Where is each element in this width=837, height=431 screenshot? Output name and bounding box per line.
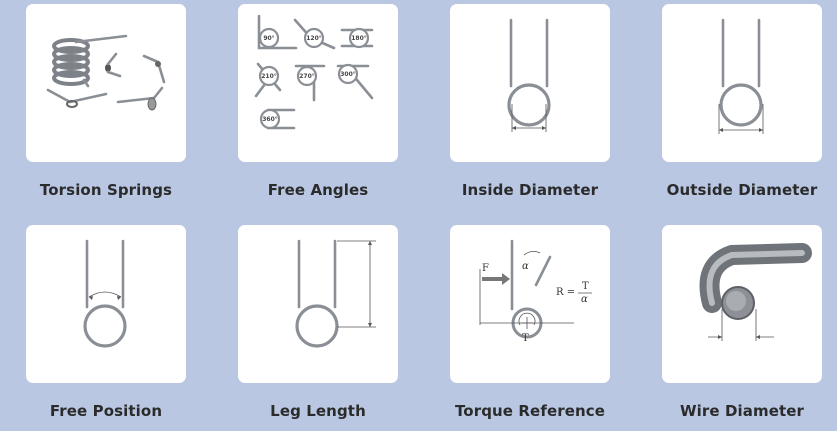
angle-300-label: 300° — [340, 71, 356, 78]
formula-denominator: α — [581, 294, 588, 305]
card-label: Leg Length — [270, 402, 366, 420]
card-wire-diameter[interactable]: Wire Diameter — [662, 225, 822, 420]
force-label: F — [482, 263, 489, 274]
inside-diameter-image[interactable] — [450, 4, 610, 162]
angle-210-label: 210° — [261, 73, 277, 80]
torque-label: T — [522, 333, 529, 344]
card-label: Free Position — [49, 402, 163, 420]
angle-120-label: 120° — [306, 35, 322, 42]
card-outside-diameter[interactable]: Outside Diameter — [662, 4, 822, 199]
card-label: Inside Diameter — [461, 181, 599, 199]
card-label: Torsion Springs — [39, 181, 173, 199]
formula-lhs: R = — [556, 287, 575, 298]
free-position-image[interactable] — [26, 225, 186, 383]
card-label: Free Angles — [267, 181, 369, 199]
alpha-label: α — [522, 261, 529, 272]
formula-numerator: T — [582, 281, 589, 292]
card-label: Outside Diameter — [666, 181, 818, 199]
angle-270-label: 270° — [299, 73, 315, 80]
card-inside-diameter[interactable]: Inside Diameter — [450, 4, 610, 199]
card-free-angles[interactable]: 90° 120° 180° 210° — [238, 4, 398, 199]
card-leg-length[interactable]: Leg Length — [238, 225, 398, 420]
torsion-springs-image[interactable] — [26, 4, 186, 162]
card-label: Wire Diameter — [679, 402, 805, 420]
card-torsion-springs[interactable]: Torsion Springs — [26, 4, 186, 199]
wire-diameter-image[interactable] — [662, 225, 822, 383]
free-angles-image[interactable]: 90° 120° 180° 210° — [238, 4, 398, 162]
card-label: Torque Reference — [454, 402, 606, 420]
card-torque-reference[interactable]: F α T R = T α Torque Reference — [450, 225, 610, 420]
card-free-position[interactable]: Free Position — [26, 225, 186, 420]
angle-90-label: 90° — [263, 35, 274, 42]
angle-360-label: 360° — [262, 116, 278, 123]
angle-180-label: 180° — [351, 35, 367, 42]
leg-length-image[interactable] — [238, 225, 398, 383]
torque-reference-image[interactable]: F α T R = T α — [450, 225, 610, 383]
outside-diameter-image[interactable] — [662, 4, 822, 162]
